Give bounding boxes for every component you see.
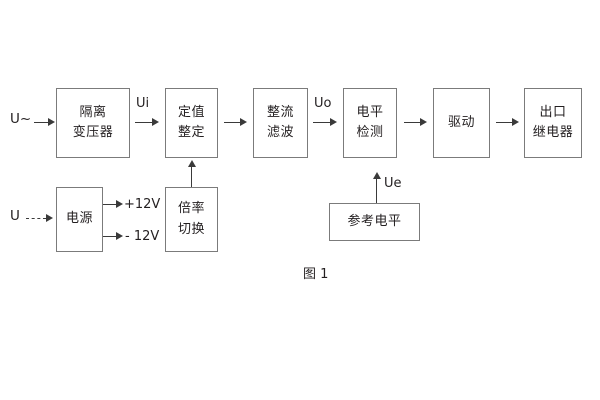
block-isolation-transformer-line-2: 变压器 bbox=[72, 125, 114, 140]
arrow-head-setting-to-rectify bbox=[240, 118, 247, 126]
block-output-relay-line-1: 出口 bbox=[539, 104, 567, 120]
arrow-head-ue bbox=[373, 172, 381, 179]
arrow-head-uo bbox=[330, 118, 337, 126]
arrow-head-drive-to-relay bbox=[512, 118, 519, 126]
arrow-line-ue bbox=[376, 178, 377, 203]
block-reference-level: 参考电平 bbox=[329, 203, 420, 241]
arrow-head-ui bbox=[152, 118, 159, 126]
signal-uo-label: Uo bbox=[314, 96, 332, 111]
block-output-relay-line-2: 继电器 bbox=[532, 125, 574, 140]
block-drive: 驱动 bbox=[433, 88, 490, 158]
arrow-head-input-ac bbox=[48, 118, 55, 126]
arrow-line-drive-to-relay bbox=[496, 122, 514, 123]
arrow-line-input-ac bbox=[34, 122, 50, 123]
block-rectify-filter-line-1: 整流 bbox=[266, 104, 294, 120]
block-output-relay: 出口 继电器 bbox=[524, 88, 582, 158]
arrow-line-rail-negative bbox=[103, 236, 119, 237]
arrow-head-level-to-drive bbox=[420, 118, 427, 126]
input-ac-label: U~ bbox=[10, 111, 32, 127]
rail-negative-label: - 12V bbox=[125, 229, 160, 244]
arrow-line-input-dc bbox=[26, 218, 46, 219]
block-level-detection-line-2: 检测 bbox=[356, 125, 384, 140]
block-level-detection: 电平 检测 bbox=[343, 88, 397, 158]
arrow-line-setting-to-rectify bbox=[224, 122, 242, 123]
block-power-supply: 电源 bbox=[56, 187, 103, 252]
block-power-supply-line-1: 电源 bbox=[65, 211, 93, 227]
arrow-line-rail-positive bbox=[103, 204, 119, 205]
block-setting-value: 定值 整定 bbox=[165, 88, 218, 158]
block-isolation-transformer: 隔离 变压器 bbox=[56, 88, 130, 158]
signal-ue-label: Ue bbox=[384, 176, 402, 191]
figure-caption: 图 1 bbox=[303, 267, 329, 282]
block-rectify-filter-line-2: 滤波 bbox=[266, 125, 294, 140]
signal-ui-label: Ui bbox=[136, 96, 150, 111]
arrow-head-multiplier-to-setting bbox=[188, 160, 196, 167]
block-setting-value-line-1: 定值 bbox=[177, 104, 205, 120]
block-drive-line-1: 驱动 bbox=[447, 114, 475, 130]
block-multiplier-switch: 倍率 切换 bbox=[165, 187, 218, 252]
block-multiplier-switch-line-1: 倍率 bbox=[177, 201, 205, 217]
arrow-head-input-dc bbox=[46, 214, 53, 222]
arrow-line-uo bbox=[313, 122, 332, 123]
block-rectify-filter: 整流 滤波 bbox=[253, 88, 308, 158]
arrow-line-level-to-drive bbox=[404, 122, 422, 123]
rail-positive-label: +12V bbox=[124, 197, 161, 212]
block-reference-level-line-1: 参考电平 bbox=[347, 213, 402, 229]
arrow-head-rail-negative bbox=[116, 232, 123, 240]
block-level-detection-line-1: 电平 bbox=[356, 104, 384, 120]
block-isolation-transformer-line-1: 隔离 bbox=[79, 104, 107, 120]
input-dc-label: U bbox=[10, 208, 20, 224]
arrow-head-rail-positive bbox=[116, 200, 123, 208]
block-multiplier-switch-line-2: 切换 bbox=[177, 221, 205, 237]
block-setting-value-line-2: 整定 bbox=[177, 125, 205, 140]
arrow-line-multiplier-to-setting bbox=[191, 166, 192, 187]
arrow-line-ui bbox=[135, 122, 154, 123]
